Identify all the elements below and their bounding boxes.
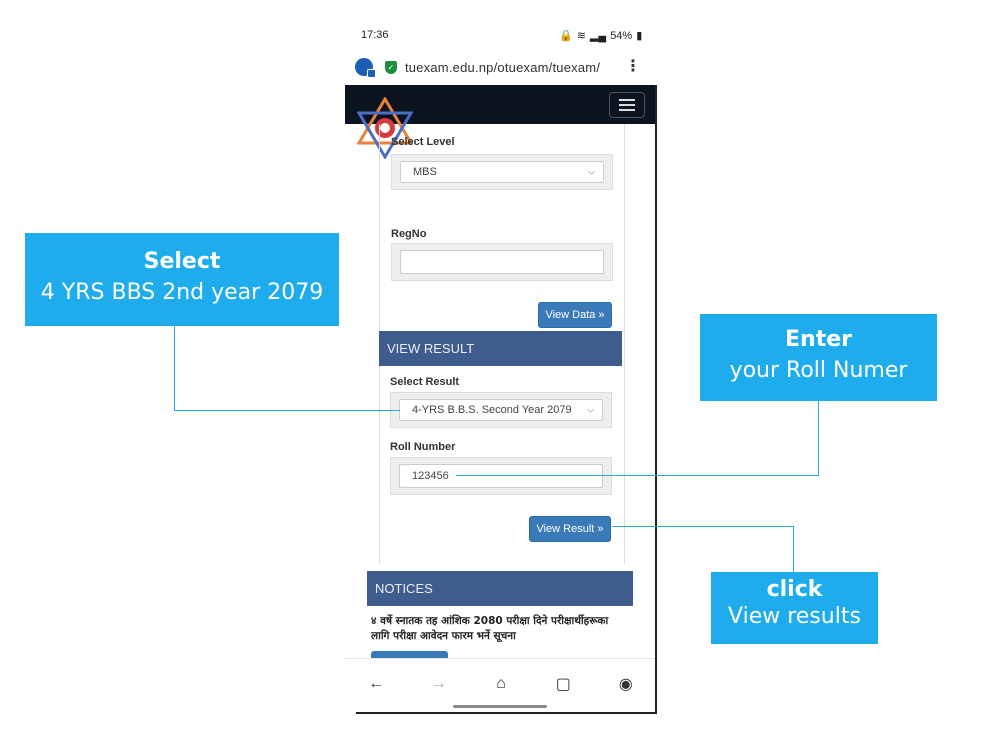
- wifi-icon: ≋: [576, 30, 586, 42]
- secure-shield-icon: ✓: [385, 60, 397, 74]
- select-result-wrap: 4-YRS B.B.S. Second Year 2079 ⌵: [390, 392, 612, 428]
- notice-item[interactable]: ४ वर्षे स्नातक तह आंशिक 2080 परीक्षा दिन…: [371, 615, 609, 642]
- battery-icon: ▮: [636, 30, 643, 42]
- tabs-icon[interactable]: ▢: [555, 676, 571, 693]
- hamburger-menu-button[interactable]: [609, 92, 645, 118]
- status-icons: 🔒 ≋ ▂▄ 54% ▮: [559, 29, 643, 43]
- signal-icon: ▂▄: [589, 30, 607, 42]
- level-label: Select Level: [391, 136, 455, 148]
- phone-edge-right: [655, 85, 657, 714]
- select-result-label: Select Result: [390, 376, 460, 388]
- battery-level: 54%: [610, 29, 633, 42]
- callout-enter-sub: your Roll Numer: [729, 358, 908, 383]
- roll-number-label: Roll Number: [390, 441, 456, 453]
- chevron-down-icon: ⌵: [588, 166, 595, 177]
- view-result-header: VIEW RESULT: [379, 331, 622, 366]
- status-time: 17:36: [361, 29, 389, 41]
- forward-icon[interactable]: →: [430, 675, 447, 692]
- chevron-down-icon: ⌵: [587, 404, 594, 415]
- regno-input[interactable]: [400, 250, 604, 274]
- notice-read-more-button[interactable]: [371, 651, 448, 661]
- callout-select-title: Select: [143, 249, 221, 274]
- connector-enter-horizontal: [456, 475, 819, 476]
- callout-click-sub: View results: [728, 604, 861, 629]
- select-result-value: 4-YRS B.B.S. Second Year 2079: [412, 404, 572, 416]
- level-select[interactable]: MBS ⌵: [400, 161, 604, 183]
- callout-click: click View results: [711, 572, 878, 644]
- roll-number-input[interactable]: 123456: [399, 464, 603, 488]
- lock-icon: 🔒: [559, 30, 573, 42]
- callout-enter-title: Enter: [785, 327, 852, 352]
- callout-enter: Enter your Roll Numer: [700, 314, 937, 401]
- view-data-button[interactable]: View Data »: [538, 302, 612, 328]
- account-icon[interactable]: ◉: [618, 676, 633, 693]
- connector-click-vertical: [793, 526, 794, 573]
- level-select-wrap: MBS ⌵: [391, 154, 613, 190]
- callout-select: Select 4 YRS BBS 2nd year 2079: [25, 233, 339, 326]
- connector-select-vertical: [174, 326, 175, 411]
- menu-kebab-icon[interactable]: ⋮: [625, 58, 641, 75]
- callout-select-sub: 4 YRS BBS 2nd year 2079: [40, 280, 324, 305]
- roll-number-wrap: 123456: [390, 457, 612, 495]
- regno-label: RegNo: [391, 228, 427, 240]
- level-select-value: MBS: [413, 166, 437, 178]
- regno-input-wrap: [391, 243, 613, 281]
- back-icon[interactable]: ←: [368, 675, 385, 692]
- home-icon[interactable]: ⌂: [496, 675, 506, 692]
- url-text[interactable]: tuexam.edu.np/otuexam/tuexam/: [405, 59, 601, 75]
- select-result-dropdown[interactable]: 4-YRS B.B.S. Second Year 2079 ⌵: [399, 399, 603, 421]
- connector-click-horizontal: [612, 526, 794, 527]
- phone-edge-bottom: [356, 712, 657, 714]
- callout-click-title: click: [766, 577, 823, 602]
- tu-logo: [357, 97, 413, 159]
- phone-screen: 17:36 🔒 ≋ ▂▄ 54% ▮ ✓ tuexam.edu.np/otuex…: [345, 25, 657, 715]
- browser-bottom-nav: ← → ⌂ ▢ ◉: [345, 658, 657, 709]
- view-result-button[interactable]: View Result »: [529, 516, 611, 542]
- notices-header: NOTICES: [367, 571, 633, 606]
- connector-enter-vertical: [818, 401, 819, 476]
- browser-url-bar[interactable]: ✓ tuexam.edu.np/otuexam/tuexam/ ⋮: [345, 52, 657, 82]
- connector-select-horizontal: [174, 410, 400, 411]
- site-info-icon[interactable]: [355, 58, 376, 78]
- gesture-bar: [453, 705, 547, 708]
